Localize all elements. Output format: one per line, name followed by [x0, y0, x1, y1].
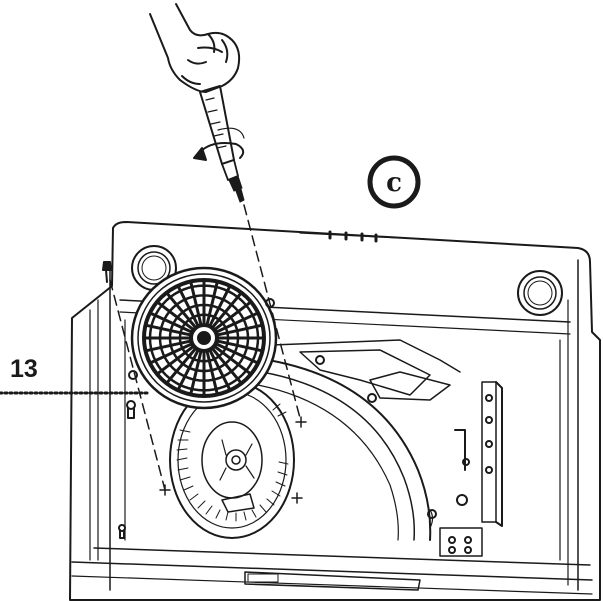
step-marker: c [367, 155, 421, 209]
filter-spoke [145, 324, 194, 337]
filter-spoke [166, 292, 199, 331]
right-bracket [439, 381, 503, 557]
filter-spoke [189, 281, 203, 328]
fan-housing [257, 339, 461, 541]
filter-spoke [211, 301, 251, 333]
filter-spoke [166, 345, 199, 384]
hand-icon [149, 3, 241, 93]
filter-spoke [205, 348, 219, 395]
carbon-filter [128, 266, 278, 410]
filter-spoke [213, 312, 258, 335]
filter-spoke [207, 347, 231, 390]
rotation-arrow-icon [193, 127, 245, 161]
filter-spoke [205, 281, 219, 328]
keyhole-slot-icon [118, 400, 136, 539]
right-light [517, 270, 563, 316]
filter-spoke [214, 339, 263, 352]
screw-icon [102, 261, 112, 283]
filter-spoke [214, 324, 263, 337]
screwdriver-icon [199, 85, 245, 203]
filter-spoke [207, 286, 231, 329]
filter-spoke [213, 341, 258, 364]
filter-spoke [211, 343, 251, 375]
filter-spoke [177, 286, 201, 329]
hood-housing [69, 221, 601, 601]
filter-spoke [209, 292, 242, 331]
filter-spoke [145, 339, 194, 352]
filter-spoke [157, 301, 197, 333]
alignment-lines [109, 204, 301, 491]
step-marker-letter: c [386, 168, 402, 198]
filter-spoke [189, 348, 203, 395]
callout-number-label: 13 [10, 355, 38, 383]
filter-spoke [157, 343, 197, 375]
filter-spoke [177, 347, 201, 390]
filter-spoke [150, 341, 195, 364]
filter-spoke [150, 312, 195, 335]
filter-spoke [209, 345, 242, 384]
